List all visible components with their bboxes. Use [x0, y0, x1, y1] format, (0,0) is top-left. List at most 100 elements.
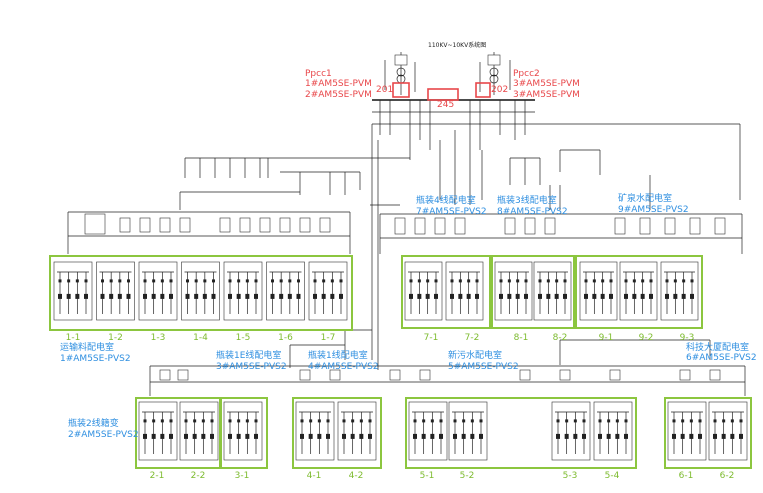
svg-text:瓶装2线籍变: 瓶装2线籍变 [68, 417, 119, 429]
svg-text:8#AM5SE-PVS2: 8#AM5SE-PVS2 [497, 207, 568, 217]
cabinet-label: 8-1 [514, 333, 529, 343]
cabinet-label: 2-2 [191, 471, 206, 481]
cabinet-9-1 [579, 261, 618, 321]
group-3 [220, 397, 268, 469]
cabinet-label: 1-7 [321, 333, 336, 343]
substation-label-7: 瓶装4线配电室 7#AM5SE-PVS2 [416, 194, 487, 217]
cabinet-label: 5-4 [605, 471, 620, 481]
cabinet-label: 9-2 [639, 333, 654, 343]
cabinet-6-1 [667, 401, 707, 461]
svg-text:运输料配电室: 运输料配电室 [60, 341, 114, 353]
cabinet-label: 1-5 [236, 333, 251, 343]
cabinet-label: 5-2 [460, 471, 475, 481]
cabinet-label: 5-3 [563, 471, 578, 481]
cabinet-label: 4-1 [307, 471, 322, 481]
substation-label-8: 瓶装3线配电室 8#AM5SE-PVS2 [497, 194, 568, 217]
cabinet-4-1 [295, 401, 335, 461]
cabinet-label: 1-6 [278, 333, 293, 343]
cabinet-1-6 [266, 261, 305, 321]
tie-breaker-245-label: 245 [437, 100, 454, 110]
cabinet-4-2 [337, 401, 377, 461]
svg-text:1#AM5SE-PVM: 1#AM5SE-PVM [305, 79, 372, 89]
group-7 [401, 255, 491, 329]
breaker-201-marker [392, 82, 410, 98]
hv-feeders [384, 52, 511, 95]
substation-label-2: 瓶装2线籍变 2#AM5SE-PVS2 [68, 417, 139, 440]
cabinet-label: 1-2 [108, 333, 123, 343]
svg-text:瓶装1E线配电室: 瓶装1E线配电室 [216, 349, 281, 361]
svg-text:新污水配电室: 新污水配电室 [448, 349, 502, 361]
svg-text:3#AM5SE-PVM: 3#AM5SE-PVM [513, 79, 580, 89]
cabinet-label: 2-1 [150, 471, 165, 481]
cabinet-9-3 [660, 261, 699, 321]
cabinet-label: 1-4 [193, 333, 208, 343]
svg-text:2#AM5SE-PVS2: 2#AM5SE-PVS2 [68, 430, 139, 440]
cabinet-label: 6-2 [720, 471, 735, 481]
svg-text:5#AM5SE-PVS2: 5#AM5SE-PVS2 [448, 362, 519, 372]
pcc2-label: Ppcc2 3#AM5SE-PVM 3#AM5SE-PVM [513, 69, 580, 100]
svg-text:4#AM5SE-PVS2: 4#AM5SE-PVS2 [308, 362, 379, 372]
cabinet-9-2 [619, 261, 658, 321]
cabinet-5-4 [593, 401, 633, 461]
svg-text:Ppcc2: Ppcc2 [513, 69, 540, 79]
svg-text:瓶装3线配电室: 瓶装3线配电室 [497, 194, 557, 206]
group-8 [491, 255, 575, 329]
cabinet-label: 1-3 [151, 333, 166, 343]
tie-breaker-245-marker [427, 88, 459, 101]
svg-text:3#AM5SE-PVM: 3#AM5SE-PVM [513, 90, 580, 100]
group-9 [575, 255, 703, 329]
substation-label-4: 瓶装1线配电室 4#AM5SE-PVS2 [308, 349, 379, 372]
cabinet-5-1 [408, 401, 448, 461]
svg-text:2#AM5SE-PVM: 2#AM5SE-PVM [305, 90, 372, 100]
svg-text:科技大厦配电室: 科技大厦配电室 [686, 341, 749, 353]
svg-text:6#AM5SE-PVS2: 6#AM5SE-PVS2 [686, 353, 757, 363]
cabinet-label: 5-1 [420, 471, 435, 481]
group-6 [664, 397, 752, 469]
cabinet-label: 1-1 [66, 333, 81, 343]
svg-text:1#AM5SE-PVS2: 1#AM5SE-PVS2 [60, 354, 131, 364]
cabinet-layer [53, 261, 748, 461]
distribution-lines [179, 123, 741, 370]
substation-label-9: 矿泉水配电室 9#AM5SE-PVS2 [618, 192, 689, 215]
cabinet-label: 9-3 [680, 333, 695, 343]
svg-text:瓶装4线配电室: 瓶装4线配电室 [416, 194, 476, 206]
substation-label-6: 科技大厦配电室 6#AM5SE-PVS2 [686, 341, 757, 363]
group-5 [405, 397, 637, 469]
cabinet-8-2 [533, 261, 572, 321]
substation-label-1: 运输料配电室 1#AM5SE-PVS2 [60, 341, 131, 364]
diagram-title: 110KV~10KV系统图 [428, 41, 486, 49]
substation-label-5: 新污水配电室 5#AM5SE-PVS2 [448, 349, 519, 372]
cabinet-2-1 [138, 401, 178, 461]
svg-text:Ppcc1: Ppcc1 [305, 69, 332, 79]
cabinet-1-1 [53, 261, 93, 321]
breaker-202-label: 202 [491, 85, 508, 95]
breaker-202-marker [475, 82, 491, 98]
cabinet-label: 3-1 [235, 471, 250, 481]
distribution-panel-lower [149, 365, 746, 396]
cabinet-5-2 [448, 401, 488, 461]
cabinet-1-2 [96, 261, 135, 321]
cabinet-2-2 [179, 401, 219, 461]
pcc1-label: Ppcc1 1#AM5SE-PVM 2#AM5SE-PVM [305, 69, 372, 100]
cabinet-7-2 [445, 261, 484, 321]
cabinet-8-1 [494, 261, 533, 321]
cabinet-label: 6-1 [679, 471, 694, 481]
cabinet-label: 8-2 [553, 333, 568, 343]
cabinet-1-7 [308, 261, 348, 321]
main-busbar [372, 99, 535, 160]
cabinet-label: 7-2 [465, 333, 480, 343]
cabinet-1-3 [138, 261, 178, 321]
substation-label-3: 瓶装1E线配电室 3#AM5SE-PVS2 [216, 349, 287, 372]
distribution-panel-right [379, 213, 743, 254]
cabinet-1-5 [223, 261, 263, 321]
cabinet-label: 7-1 [424, 333, 439, 343]
group-4 [292, 397, 382, 469]
distribution-panel-left [67, 211, 351, 254]
cabinet-5-3 [551, 401, 591, 461]
cabinet-7-1 [404, 261, 443, 321]
cabinet-6-2 [708, 401, 748, 461]
cabinet-label: 4-2 [349, 471, 364, 481]
svg-text:3#AM5SE-PVS2: 3#AM5SE-PVS2 [216, 362, 287, 372]
